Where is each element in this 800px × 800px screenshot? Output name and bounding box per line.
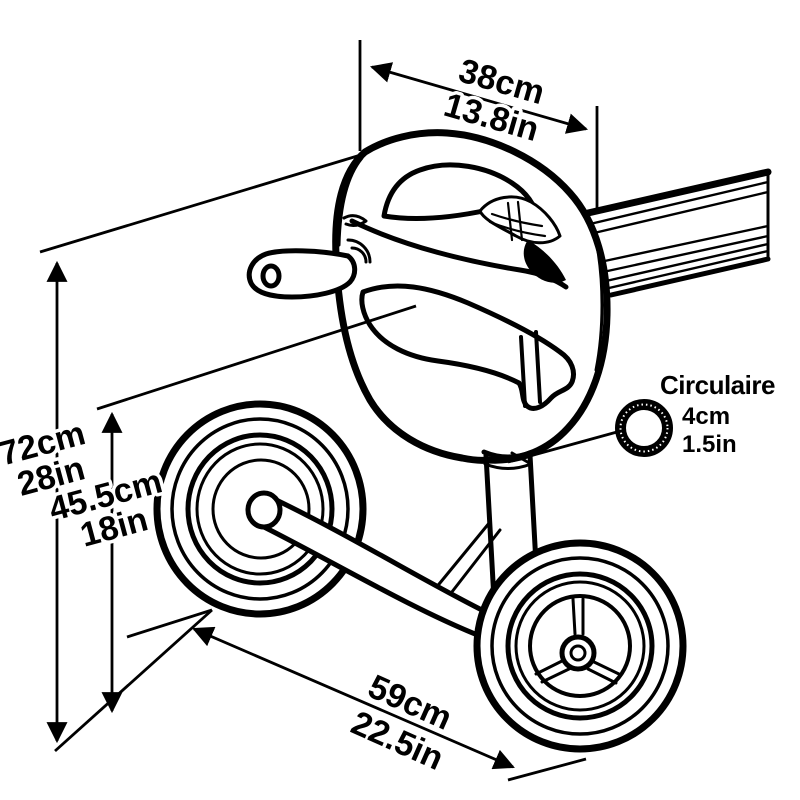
disc-lower-cutout-bars — [519, 330, 542, 408]
extension-line — [507, 757, 587, 782]
dimension-width-bottom — [192, 626, 587, 782]
right-wheel-hub-hole — [569, 644, 587, 662]
disc-right-rim-line — [594, 238, 604, 372]
leader-line — [507, 430, 618, 464]
right-wheel — [473, 539, 687, 753]
dimension-width-top — [358, 40, 599, 212]
frame-brace — [433, 520, 502, 599]
dimension-height-total — [39, 152, 365, 753]
extension-line — [54, 608, 213, 753]
label-width-bottom: 59cm 22.5in — [342, 664, 461, 781]
axle-tube — [259, 494, 495, 639]
crank-handle — [246, 238, 372, 300]
dimension-arrow — [192, 626, 515, 770]
extension-line — [126, 608, 213, 639]
disc-left-rim-line — [337, 156, 364, 247]
left-wheel-hub — [245, 490, 283, 530]
crank-hole — [260, 263, 282, 289]
ratchet-shadow — [523, 240, 566, 283]
disc-band-notch — [342, 214, 368, 227]
ring-icon — [615, 399, 673, 457]
tube-callout — [507, 399, 673, 464]
right-wheel-hub — [559, 634, 597, 672]
dimension-height-axle — [96, 304, 417, 714]
label-tube-callout: Circulaire 4cm 1.5in — [657, 367, 779, 462]
circulaire-label: Circulaire — [660, 370, 775, 400]
reel-disc — [332, 129, 611, 464]
crank-pivot-arc-2 — [346, 238, 372, 264]
crank-pivot-arc-1 — [350, 246, 368, 264]
dimension-arrow — [369, 62, 589, 134]
disc-lower-cutout — [359, 283, 576, 411]
extension-line — [96, 304, 417, 411]
dim-1-5in-label: 1.5in — [682, 431, 737, 458]
ratchet-hub — [478, 195, 566, 283]
extension-line — [39, 152, 365, 254]
right-wheel-spokes — [534, 597, 623, 685]
dim-4cm-label: 4cm — [682, 403, 730, 430]
reel-tube — [584, 168, 772, 298]
